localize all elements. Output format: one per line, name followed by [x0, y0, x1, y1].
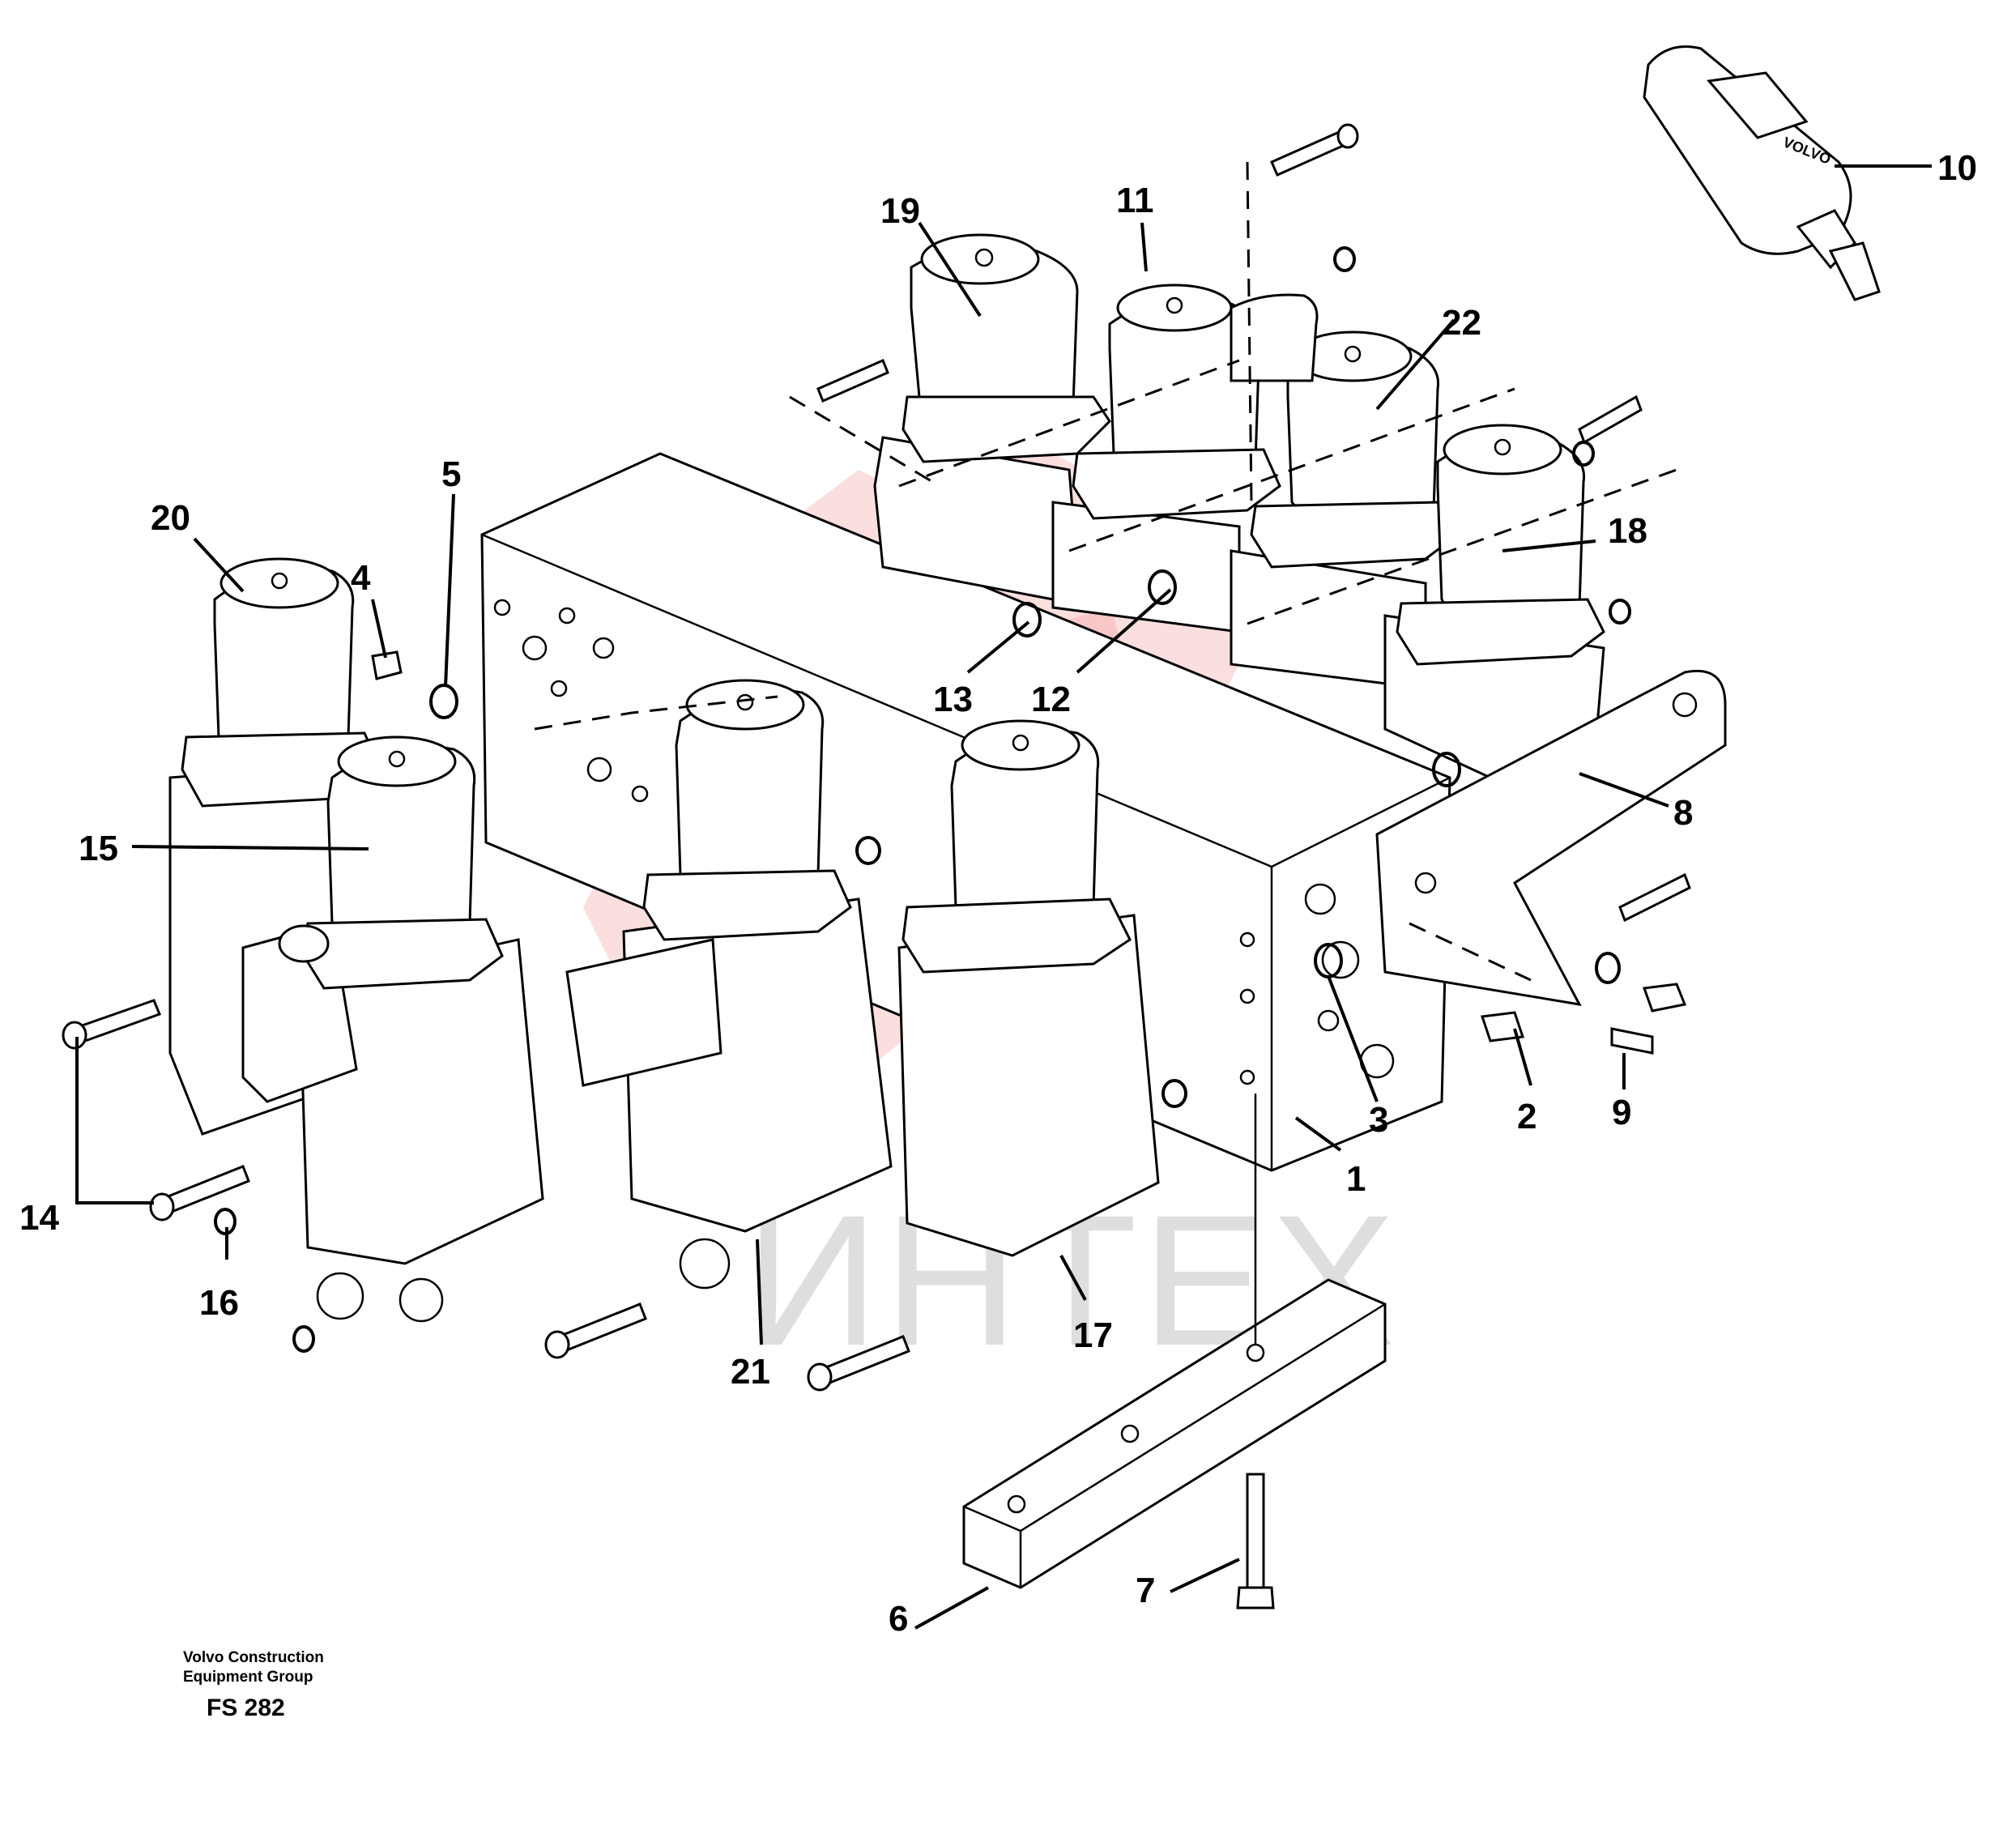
callout-15: 15	[79, 829, 118, 868]
figure-code: FS 282	[207, 1695, 285, 1721]
callout-6: 6	[889, 1599, 908, 1639]
callout-5: 5	[441, 454, 461, 494]
mounting-bar-6	[962, 1278, 1387, 1589]
callout-18: 18	[1608, 511, 1647, 551]
callout-21: 21	[731, 1352, 770, 1392]
callout-2: 2	[1517, 1097, 1537, 1136]
callout-12: 12	[1031, 680, 1071, 719]
back-section-11	[1051, 284, 1281, 633]
company-name-line1: Volvo Construction	[183, 1649, 324, 1666]
bolts	[62, 123, 1691, 1392]
back-section-18	[1383, 424, 1605, 779]
callout-1: 1	[1346, 1159, 1366, 1199]
front-section-21	[565, 679, 893, 1290]
callout-11: 11	[1116, 181, 1154, 220]
callout-9: 9	[1612, 1093, 1631, 1132]
front-section-17	[897, 719, 1160, 1257]
front-section-15	[241, 735, 544, 1323]
back-section-22	[1230, 293, 1460, 690]
callout-3: 3	[1369, 1100, 1388, 1140]
dashed-guides	[534, 161, 1677, 982]
sealant-tube-10: VOLVO	[1643, 45, 1881, 301]
callout-17: 17	[1073, 1315, 1113, 1355]
leader-lines	[75, 164, 1932, 1630]
back-section-19	[873, 233, 1111, 601]
callout-19: 19	[880, 191, 920, 231]
callout-22: 22	[1442, 303, 1481, 343]
company-name-line2: Equipment Group	[183, 1669, 313, 1686]
bracket-8	[1375, 669, 1727, 1006]
callout-7: 7	[1136, 1571, 1155, 1610]
callout-13: 13	[933, 680, 973, 719]
callout-4: 4	[351, 558, 371, 598]
bolt-7	[1236, 1094, 1275, 1609]
callout-16: 16	[199, 1283, 239, 1323]
callout-labels: 1 2 3 4 5 6 7 8 9 10 11 12 13 14 15 16 1…	[19, 148, 1977, 1639]
callout-8: 8	[1673, 793, 1693, 833]
callout-20: 20	[151, 498, 190, 538]
callout-14: 14	[19, 1198, 59, 1238]
callout-10: 10	[1937, 148, 1977, 188]
o-rings	[214, 246, 1631, 1353]
